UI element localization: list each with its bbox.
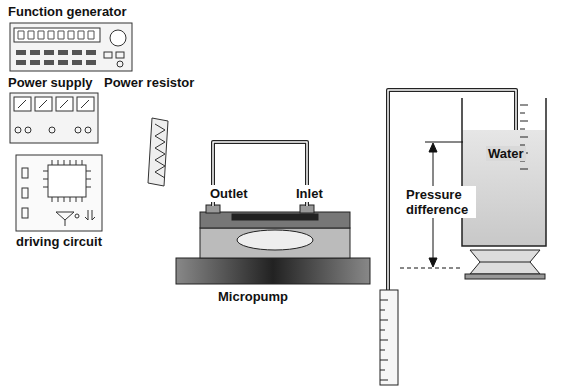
- device-label: Function generator: [8, 4, 126, 19]
- driving-circuit-board: [16, 155, 102, 231]
- device-label: Power supply: [8, 75, 93, 90]
- function-generator: [10, 23, 132, 71]
- micropump: [176, 205, 370, 284]
- dimension-label: Pressure difference: [404, 186, 476, 218]
- fluid-label: Water: [486, 146, 526, 161]
- device-label: Micropump: [218, 289, 288, 304]
- graduated-cylinder: [380, 290, 398, 385]
- device-label: Power resistor: [104, 75, 194, 90]
- port-label: Inlet: [294, 185, 325, 202]
- device-label: driving circuit: [16, 234, 102, 249]
- port-label: Outlet: [208, 185, 250, 202]
- resistor-symbol: [148, 118, 168, 186]
- tubing: [213, 90, 516, 300]
- power-supply: [10, 93, 98, 143]
